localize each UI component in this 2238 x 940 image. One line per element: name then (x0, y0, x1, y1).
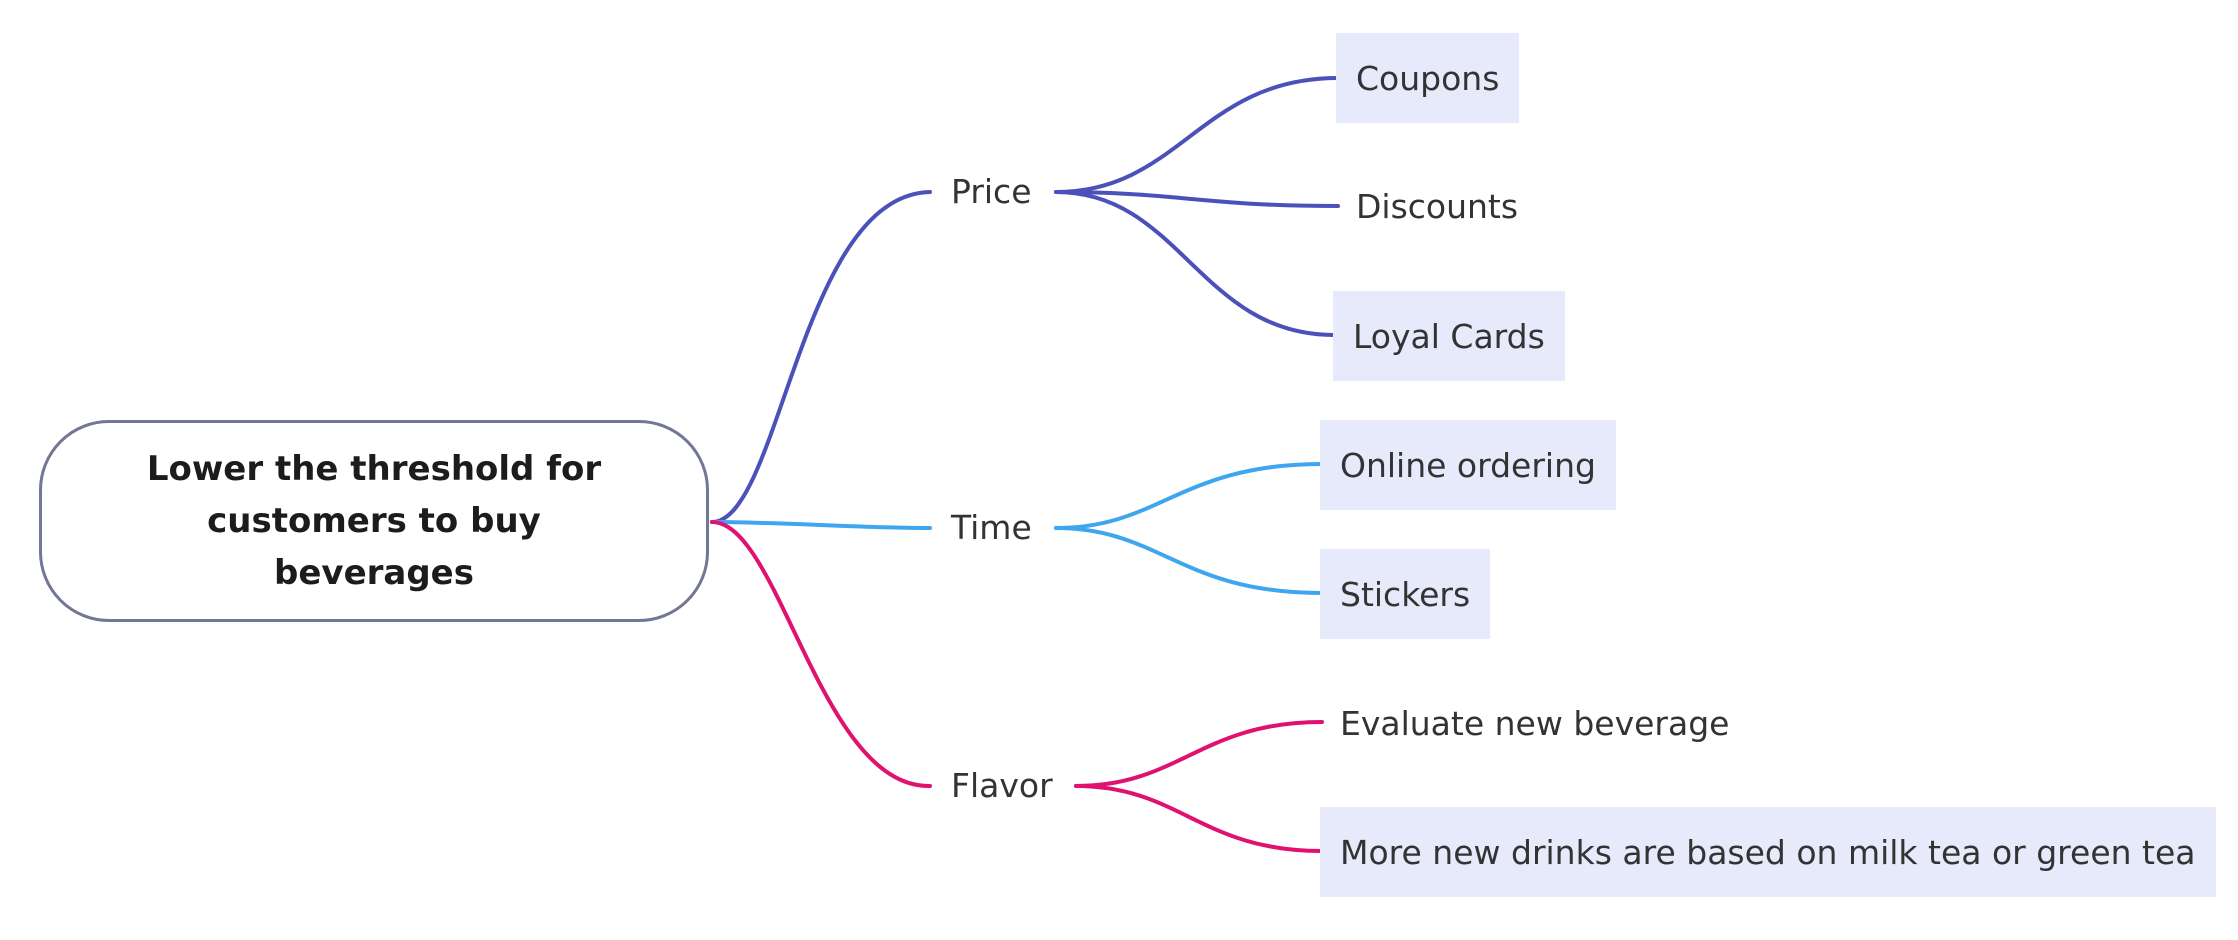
root-label: Lower the threshold for customers to buy… (146, 449, 602, 593)
root-node[interactable]: Lower the threshold for customers to buy… (39, 420, 709, 622)
edge-flavor-evaluate (1074, 720, 1324, 788)
branch-time[interactable]: Time (951, 508, 1032, 547)
leaf-evaluate-new-beverage[interactable]: Evaluate new beverage (1340, 703, 1730, 743)
branch-flavor[interactable]: Flavor (951, 766, 1053, 805)
leaf-coupons[interactable]: Coupons (1336, 33, 1520, 123)
edge-time-stickers (1054, 526, 1324, 595)
leaf-more-new-drinks[interactable]: More new drinks are based on milk tea or… (1320, 807, 2216, 897)
edge-time-online-ordering (1054, 462, 1324, 530)
leaf-stickers[interactable]: Stickers (1320, 549, 1491, 639)
leaf-online-ordering[interactable]: Online ordering (1320, 420, 1616, 510)
branch-price[interactable]: Price (951, 172, 1032, 211)
edge-root-time (710, 520, 932, 530)
edge-root-price (710, 190, 932, 524)
edge-price-discounts (1054, 190, 1340, 208)
leaf-loyal-cards[interactable]: Loyal Cards (1333, 291, 1565, 381)
edge-price-coupons (1054, 76, 1340, 194)
edge-root-flavor (710, 520, 932, 789)
edge-flavor-more-drinks (1074, 784, 1324, 853)
leaf-discounts[interactable]: Discounts (1356, 186, 1519, 226)
edge-price-loyal-cards (1054, 190, 1336, 337)
